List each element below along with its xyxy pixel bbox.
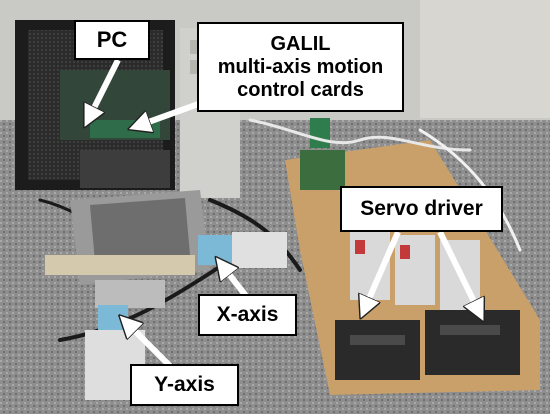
pc-label: PC <box>74 20 150 60</box>
xy-stage <box>45 190 287 400</box>
breakout-board <box>300 150 345 190</box>
x-axis-motor <box>232 232 287 268</box>
x-axis-label-text: X-axis <box>216 302 279 326</box>
servo-driver-label: Servo driver <box>340 186 503 232</box>
servo-driver-right <box>425 310 520 375</box>
servo-driver-left <box>335 320 420 380</box>
galil-label-line1: GALIL <box>270 32 331 55</box>
galil-cards-label: GALIL multi-axis motion control cards <box>197 22 404 112</box>
galil-label-line2: multi-axis motion <box>217 55 384 78</box>
servo-arrow-left <box>362 230 401 315</box>
y-axis-label: Y-axis <box>130 364 239 406</box>
wall-panel <box>420 0 550 118</box>
servo-arrow-right <box>437 230 482 318</box>
x-axis-coupler <box>198 235 233 265</box>
pc-label-text: PC <box>96 27 128 53</box>
callout-arrows <box>86 58 482 369</box>
cables <box>38 118 522 342</box>
y-axis-label-text: Y-axis <box>154 372 215 396</box>
x-axis-label: X-axis <box>198 294 297 336</box>
galil-label-line3: control cards <box>237 78 364 101</box>
y-axis-arrow <box>122 318 173 369</box>
x-axis-arrow <box>218 260 249 298</box>
pc-arrow <box>86 58 121 124</box>
servo-driver-label-text: Servo driver <box>360 196 483 220</box>
